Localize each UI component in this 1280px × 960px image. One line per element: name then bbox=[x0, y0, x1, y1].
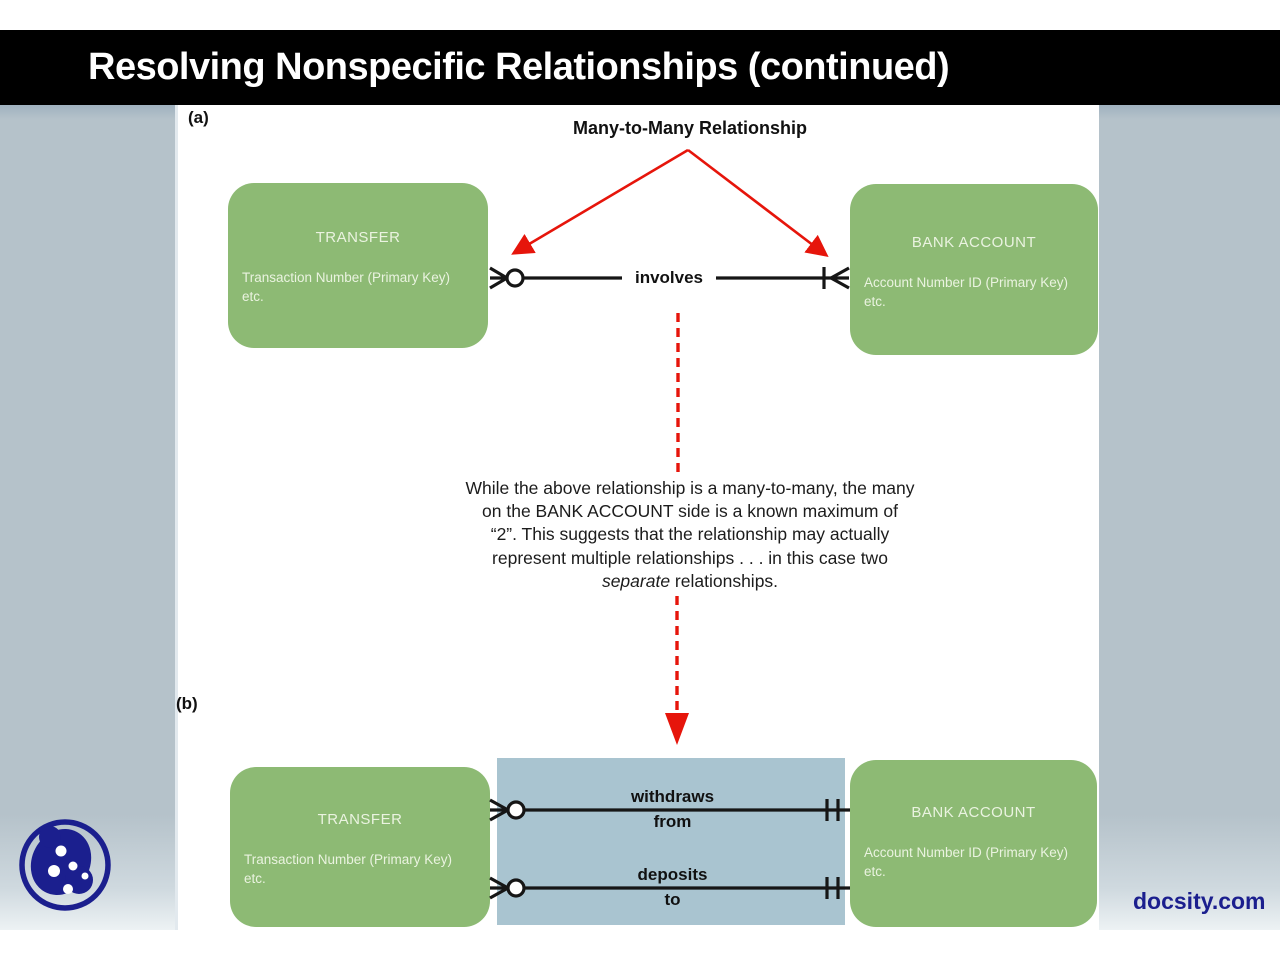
note-line: represent multiple relationships . . . i… bbox=[492, 547, 888, 568]
docsity-logo-icon[interactable] bbox=[16, 814, 116, 918]
note-word-separate: separate bbox=[601, 570, 671, 591]
many-to-many-pointer-arrows bbox=[511, 148, 829, 258]
note-line: on the BANK ACCOUNT side is a known maxi… bbox=[482, 501, 898, 522]
relationship-label-withdraws: withdraws bbox=[630, 787, 715, 806]
entity-transfer-b: TRANSFER Transaction Number (Primary Key… bbox=[230, 767, 490, 927]
entity-bank-account-a: BANK ACCOUNT Account Number ID (Primary … bbox=[850, 184, 1098, 355]
attr-primary-key: Account Number ID (Primary Key) bbox=[864, 845, 1069, 860]
attr-etc: etc. bbox=[244, 871, 266, 886]
note-line: “2”. This suggests that the relationship… bbox=[490, 524, 890, 545]
section-a-label: (a) bbox=[188, 108, 209, 127]
entity-attributes: Account Number ID (Primary Key) etc. bbox=[864, 843, 1085, 881]
page-title: Resolving Nonspecific Relationships (con… bbox=[88, 46, 950, 88]
associative-entity-box bbox=[497, 758, 845, 925]
explanatory-note: While the above relationship is a many-t… bbox=[400, 477, 980, 593]
resolution-flow-arrowhead bbox=[665, 713, 689, 745]
relationship-label-to: to bbox=[664, 890, 681, 909]
title-bar: Resolving Nonspecific Relationships (con… bbox=[0, 30, 1280, 105]
note-line-rest: relationships. bbox=[670, 570, 779, 591]
attr-etc: etc. bbox=[864, 864, 886, 879]
left-margin-panel bbox=[0, 105, 178, 930]
entity-transfer-a: TRANSFER Transaction Number (Primary Key… bbox=[228, 183, 488, 348]
attr-etc: etc. bbox=[864, 294, 886, 309]
docsity-site-link[interactable]: docsity.com bbox=[1133, 888, 1266, 914]
entity-bank-account-b: BANK ACCOUNT Account Number ID (Primary … bbox=[850, 760, 1097, 927]
entity-name: TRANSFER bbox=[315, 229, 401, 246]
attr-primary-key: Transaction Number (Primary Key) bbox=[244, 852, 453, 867]
relationship-label-deposits: deposits bbox=[637, 865, 708, 884]
entity-name: TRANSFER bbox=[317, 811, 403, 828]
note-line: separate relationships. bbox=[400, 570, 980, 593]
note-line: While the above relationship is a many-t… bbox=[465, 478, 915, 498]
attr-primary-key: Transaction Number (Primary Key) bbox=[242, 270, 451, 285]
attr-primary-key: Account Number ID (Primary Key) bbox=[864, 275, 1069, 290]
section-b-label: (b) bbox=[176, 694, 198, 713]
entity-name: BANK ACCOUNT bbox=[911, 234, 1037, 251]
right-margin-panel bbox=[1099, 105, 1280, 930]
entity-attributes: Transaction Number (Primary Key) etc. bbox=[242, 268, 476, 306]
entity-name: BANK ACCOUNT bbox=[911, 804, 1036, 821]
entity-attributes: Account Number ID (Primary Key) etc. bbox=[864, 273, 1086, 311]
relationship-label-from: from bbox=[653, 812, 692, 831]
many-to-many-heading: Many-to-Many Relationship bbox=[572, 118, 807, 138]
attr-etc: etc. bbox=[242, 289, 264, 304]
relationship-label-involves: involves bbox=[622, 266, 716, 290]
entity-attributes: Transaction Number (Primary Key) etc. bbox=[244, 850, 478, 888]
